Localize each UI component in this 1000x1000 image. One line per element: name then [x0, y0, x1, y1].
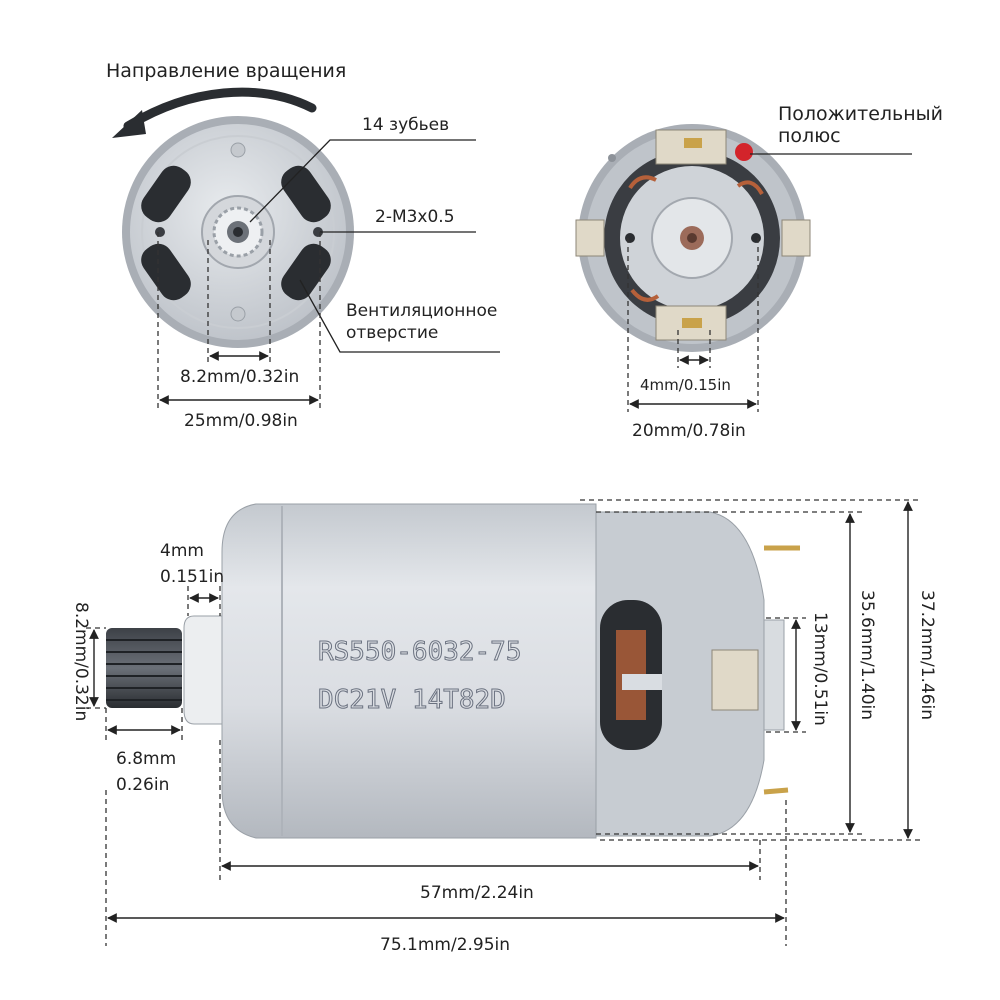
gear-length-in: 0.26in [116, 775, 169, 795]
shaft-length-mm: 4mm [160, 541, 204, 561]
gear-length-mm: 6.8mm [116, 749, 176, 769]
bearing-diameter-dimension: 13mm/0.51in [810, 612, 830, 726]
vent-leader [299, 279, 500, 353]
back-width-dimension: 20mm/0.78in [632, 421, 746, 441]
body-length-dimension: 57mm/2.24in [420, 883, 534, 903]
front-boss [183, 615, 223, 725]
back-view: Положительный полюс 4mm/0.15in 20mm/0.78… [575, 103, 943, 441]
vent-slot [281, 243, 331, 301]
vent-label-line1: Вентиляционное [346, 301, 497, 321]
vent-slot [141, 165, 191, 223]
total-length-dimension: 75.1mm/2.95in [380, 935, 510, 955]
terminal-gap-dimension: 4mm/0.15in [640, 376, 731, 394]
side-view: RS550-6032-75 DC21V 14T82D 4mm 0.151in 8… [71, 499, 937, 955]
teeth-leader [249, 139, 476, 223]
total-diameter-dimension: 37.2mm/1.46in [917, 590, 937, 720]
positive-label-line1: Положительный [778, 103, 943, 125]
positive-label-line2: полюс [778, 125, 841, 147]
gear-spacing-dimension: 8.2mm/0.32in [180, 367, 299, 387]
model-stamp: RS550-6032-75 [318, 637, 522, 667]
front-view: Направление вращения 14 зубьев 2-M3x0.5 … [106, 60, 500, 431]
terminal-pin [763, 787, 789, 795]
body-diameter-dimension: 35.6mm/1.40in [857, 590, 877, 720]
screw-label: 2-M3x0.5 [375, 207, 455, 227]
end-cap [579, 511, 765, 837]
gear-diameter-dimension: 8.2mm/0.32in [71, 602, 91, 721]
shaft-length-in: 0.151in [160, 567, 224, 587]
spec-stamp: DC21V 14T82D [318, 685, 506, 715]
screw-hole [155, 227, 165, 237]
terminal-clip [711, 649, 759, 711]
vent-label-line2: отверстие [346, 323, 438, 343]
rotation-direction-label: Направление вращения [106, 60, 346, 82]
front-width-dimension: 25mm/0.98in [184, 411, 298, 431]
vent-slot [281, 165, 331, 223]
positive-terminal-mark [735, 143, 753, 161]
teeth-label: 14 зубьев [362, 115, 449, 135]
rotation-arrow [123, 87, 317, 131]
rotation-arrow-head [112, 110, 146, 138]
vent-slot [141, 243, 191, 301]
motor-can [221, 503, 597, 839]
